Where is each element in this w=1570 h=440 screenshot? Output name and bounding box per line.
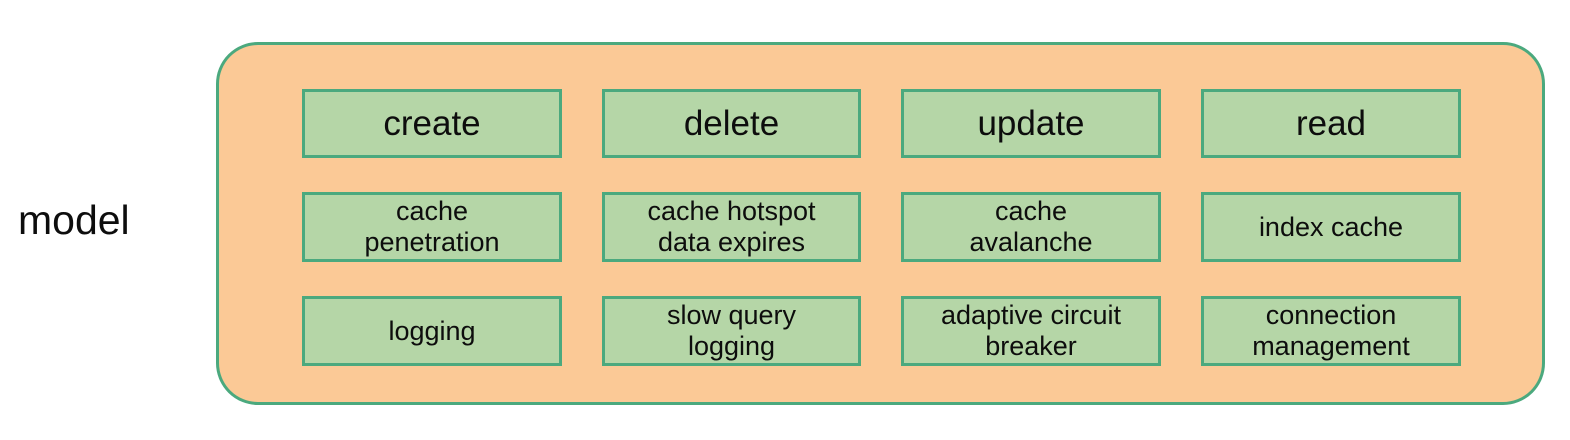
node-cache-hotspot-data-expires[interactable]: cache hotspot data expires — [602, 192, 861, 262]
model-layer-container: create delete update read cache penetrat… — [216, 42, 1545, 405]
node-create-label: create — [383, 103, 481, 143]
node-delete[interactable]: delete — [602, 89, 861, 158]
node-adaptive-circuit-breaker-label: adaptive circuit breaker — [940, 300, 1122, 361]
node-adaptive-circuit-breaker[interactable]: adaptive circuit breaker — [901, 296, 1161, 366]
node-connection-management-label: connection management — [1252, 300, 1410, 361]
node-cache-avalanche[interactable]: cache avalanche — [901, 192, 1161, 262]
node-cache-hotspot-data-expires-label: cache hotspot data expires — [647, 196, 816, 257]
node-index-cache-label: index cache — [1258, 211, 1404, 242]
layer-label-model: model — [18, 197, 130, 243]
node-row-operations: create delete update read — [302, 89, 1461, 158]
node-grid: create delete update read cache penetrat… — [302, 89, 1461, 366]
node-row-caching-concerns: cache penetration cache hotspot data exp… — [302, 192, 1461, 262]
node-slow-query-logging-label: slow query logging — [666, 300, 797, 361]
node-create[interactable]: create — [302, 89, 562, 158]
node-delete-label: delete — [683, 103, 780, 143]
node-logging-label: logging — [388, 315, 476, 346]
node-connection-management[interactable]: connection management — [1201, 296, 1461, 366]
node-read[interactable]: read — [1201, 89, 1461, 158]
node-slow-query-logging[interactable]: slow query logging — [602, 296, 861, 366]
node-cache-penetration-label: cache penetration — [364, 196, 500, 257]
node-logging[interactable]: logging — [302, 296, 562, 366]
node-cache-avalanche-label: cache avalanche — [969, 196, 1093, 257]
node-read-label: read — [1295, 103, 1367, 143]
node-cache-penetration[interactable]: cache penetration — [302, 192, 562, 262]
node-update[interactable]: update — [901, 89, 1161, 158]
node-row-observability-and-resilience: logging slow query logging adaptive circ… — [302, 296, 1461, 366]
node-update-label: update — [977, 103, 1085, 143]
node-index-cache[interactable]: index cache — [1201, 192, 1461, 262]
